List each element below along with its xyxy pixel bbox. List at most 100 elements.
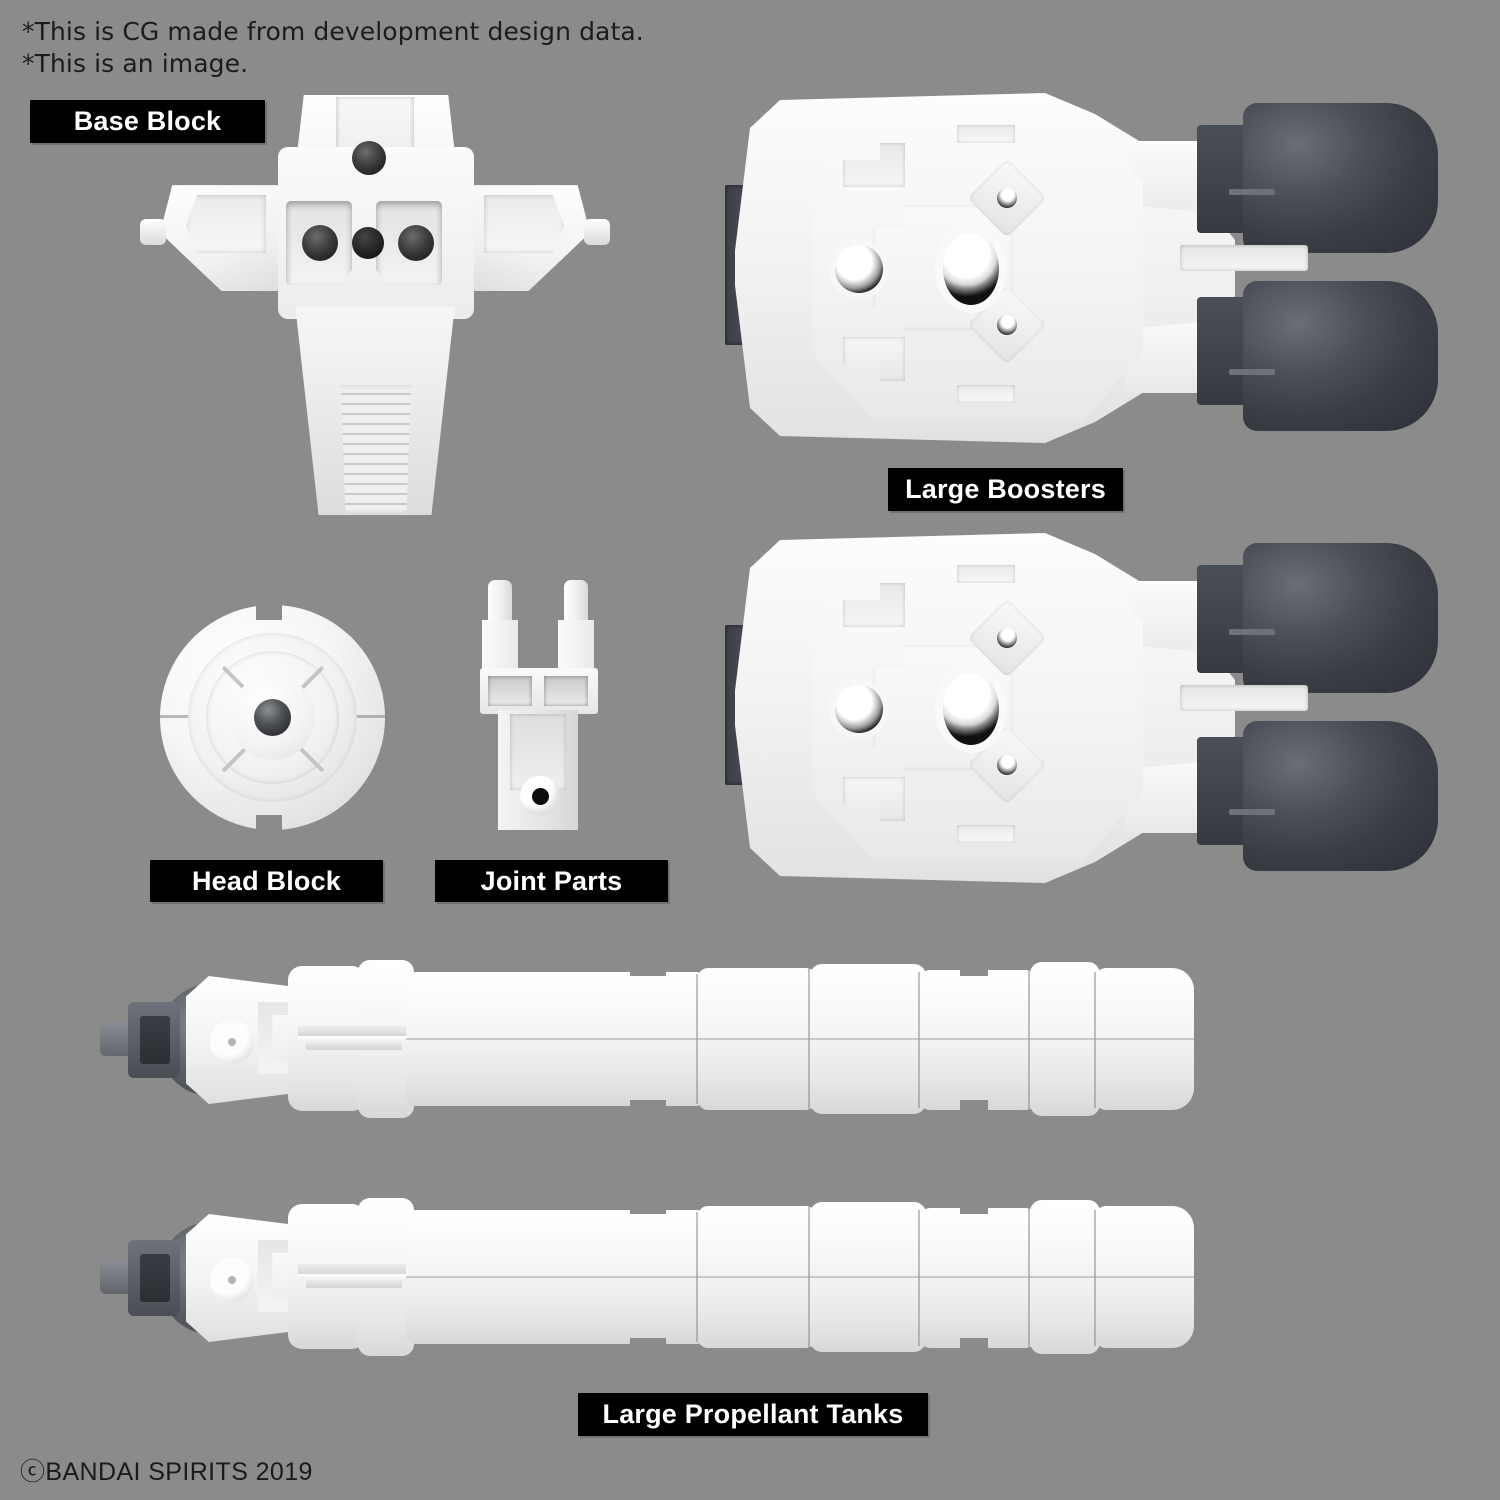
tank-upper-collar-second bbox=[358, 960, 414, 1118]
disclaimer-line-2: *This is an image. bbox=[22, 49, 249, 78]
booster-upper-top-nozzle bbox=[1243, 103, 1438, 253]
tank-lower-pipe-upper bbox=[298, 1264, 410, 1274]
label-large-boosters: Large Boosters bbox=[888, 468, 1123, 511]
part-joint-parts bbox=[480, 580, 620, 840]
part-propellant-tank-upper bbox=[100, 950, 1390, 1125]
disclaimer-line-1: *This is CG made from development design… bbox=[22, 17, 644, 46]
label-head-block: Head Block bbox=[150, 860, 383, 902]
tank-lower-panel-line-5 bbox=[1094, 1210, 1096, 1346]
label-large-boosters-text: Large Boosters bbox=[905, 474, 1106, 504]
label-head-block-text: Head Block bbox=[191, 865, 342, 896]
tank-lower-bottom-step-1 bbox=[630, 1338, 666, 1348]
label-base-block-text: Base Block bbox=[73, 106, 222, 136]
label-large-propellant-tanks: Large Propellant Tanks bbox=[578, 1393, 928, 1436]
tank-lower-panel-line-2 bbox=[808, 1206, 810, 1350]
tank-upper-mid-segment-c bbox=[920, 970, 1036, 1110]
booster-lower-small-port bbox=[835, 685, 883, 733]
base-block-left-port bbox=[302, 225, 338, 261]
head-block-bottom-notch bbox=[256, 815, 282, 831]
tank-upper-top-step-2 bbox=[960, 966, 988, 976]
tank-lower-mid-segment-a bbox=[698, 1206, 816, 1348]
tank-upper-yoke-boss bbox=[210, 1020, 254, 1064]
joint-left-riser bbox=[482, 620, 518, 672]
base-block-right-wing-recess bbox=[484, 195, 564, 253]
tank-lower-top-step-2 bbox=[960, 1204, 988, 1214]
joint-right-riser bbox=[558, 620, 594, 672]
base-block-top-port bbox=[352, 141, 386, 175]
part-base-block bbox=[140, 95, 610, 515]
tank-upper-collar-rear bbox=[1030, 962, 1100, 1116]
booster-upper-large-port bbox=[943, 233, 999, 305]
tank-lower-panel-line-1 bbox=[696, 1212, 698, 1342]
booster-upper-bottom-nozzle-lip bbox=[1229, 369, 1275, 375]
disclaimer-notes: *This is CG made from development design… bbox=[22, 16, 644, 80]
tank-upper-main-barrel bbox=[406, 972, 706, 1106]
tank-upper-clamp bbox=[128, 1002, 180, 1078]
joint-axle-hub bbox=[520, 776, 560, 816]
booster-upper-top-nozzle-lip bbox=[1229, 189, 1275, 195]
part-head-block bbox=[160, 604, 390, 835]
tank-upper-panel-line-3 bbox=[918, 972, 920, 1108]
booster-lower-large-port bbox=[943, 673, 999, 745]
tank-upper-bottom-step-1 bbox=[630, 1100, 666, 1110]
booster-upper-small-port bbox=[835, 245, 883, 293]
label-base-block: Base Block bbox=[30, 100, 265, 143]
tank-lower-collar-front bbox=[288, 1204, 366, 1349]
tank-lower-panel-line-4 bbox=[1028, 1204, 1030, 1350]
booster-upper-arm-slot bbox=[1180, 245, 1308, 271]
joint-right-slot bbox=[544, 676, 588, 706]
tank-upper-center-seam bbox=[406, 1038, 1196, 1040]
head-block-center-port bbox=[254, 699, 291, 736]
tank-upper-pipe-lower bbox=[306, 1042, 402, 1050]
tank-lower-collar-second bbox=[358, 1198, 414, 1356]
tank-upper-panel-line-4 bbox=[1028, 966, 1030, 1112]
tank-lower-mid-segment-c bbox=[920, 1208, 1036, 1348]
part-propellant-tank-lower bbox=[100, 1188, 1390, 1363]
base-block-center-port bbox=[352, 227, 384, 259]
tank-upper-mid-segment-b bbox=[810, 964, 926, 1114]
base-block-right-port bbox=[398, 225, 434, 261]
joint-left-pin bbox=[488, 580, 512, 626]
joint-right-pin bbox=[564, 580, 588, 626]
tank-lower-panel-line-3 bbox=[918, 1210, 920, 1346]
base-block-left-peg bbox=[140, 219, 166, 245]
label-large-propellant-tanks-text: Large Propellant Tanks bbox=[602, 1399, 904, 1429]
booster-lower-top-tab bbox=[957, 565, 1015, 583]
booster-upper-bottom-nozzle bbox=[1243, 281, 1438, 431]
booster-lower-top-nozzle-lip bbox=[1229, 629, 1275, 635]
tank-lower-main-barrel bbox=[406, 1210, 706, 1344]
tank-upper-bottom-step-2 bbox=[960, 1100, 988, 1110]
tank-lower-clamp bbox=[128, 1240, 180, 1316]
booster-lower-arm-slot bbox=[1180, 685, 1308, 711]
base-block-vent-louvers bbox=[340, 385, 412, 513]
tank-upper-collar-front bbox=[288, 966, 366, 1111]
booster-upper-bottom-tab bbox=[957, 385, 1015, 403]
tank-lower-center-seam bbox=[406, 1276, 1196, 1278]
tank-lower-pipe-lower bbox=[306, 1280, 402, 1288]
booster-upper-top-tab bbox=[957, 125, 1015, 143]
tank-lower-bottom-step-2 bbox=[960, 1338, 988, 1348]
head-block-top-notch bbox=[256, 604, 282, 620]
tank-upper-panel-line-1 bbox=[696, 974, 698, 1104]
part-large-booster-upper bbox=[725, 85, 1438, 450]
tank-upper-panel-line-2 bbox=[808, 968, 810, 1112]
booster-lower-top-nozzle bbox=[1243, 543, 1438, 693]
tank-upper-mid-segment-a bbox=[698, 968, 816, 1110]
label-joint-parts: Joint Parts bbox=[435, 860, 668, 902]
tank-upper-top-step-1 bbox=[630, 966, 666, 976]
booster-lower-bottom-nozzle-lip bbox=[1229, 809, 1275, 815]
copyright-notice: ⓒBANDAI SPIRITS 2019 bbox=[20, 1458, 313, 1486]
tank-lower-collar-rear bbox=[1030, 1200, 1100, 1354]
tank-lower-yoke-boss bbox=[210, 1258, 254, 1302]
tank-upper-end-cap bbox=[1096, 968, 1194, 1110]
joint-left-slot bbox=[488, 676, 532, 706]
tank-lower-top-step-1 bbox=[630, 1204, 666, 1214]
booster-lower-bottom-tab bbox=[957, 825, 1015, 843]
tank-upper-panel-line-5 bbox=[1094, 972, 1096, 1108]
booster-lower-bottom-nozzle bbox=[1243, 721, 1438, 871]
tank-lower-mid-segment-b bbox=[810, 1202, 926, 1352]
base-block-right-peg bbox=[584, 219, 610, 245]
part-large-booster-lower bbox=[725, 525, 1438, 890]
tank-upper-pipe-upper bbox=[298, 1026, 410, 1036]
